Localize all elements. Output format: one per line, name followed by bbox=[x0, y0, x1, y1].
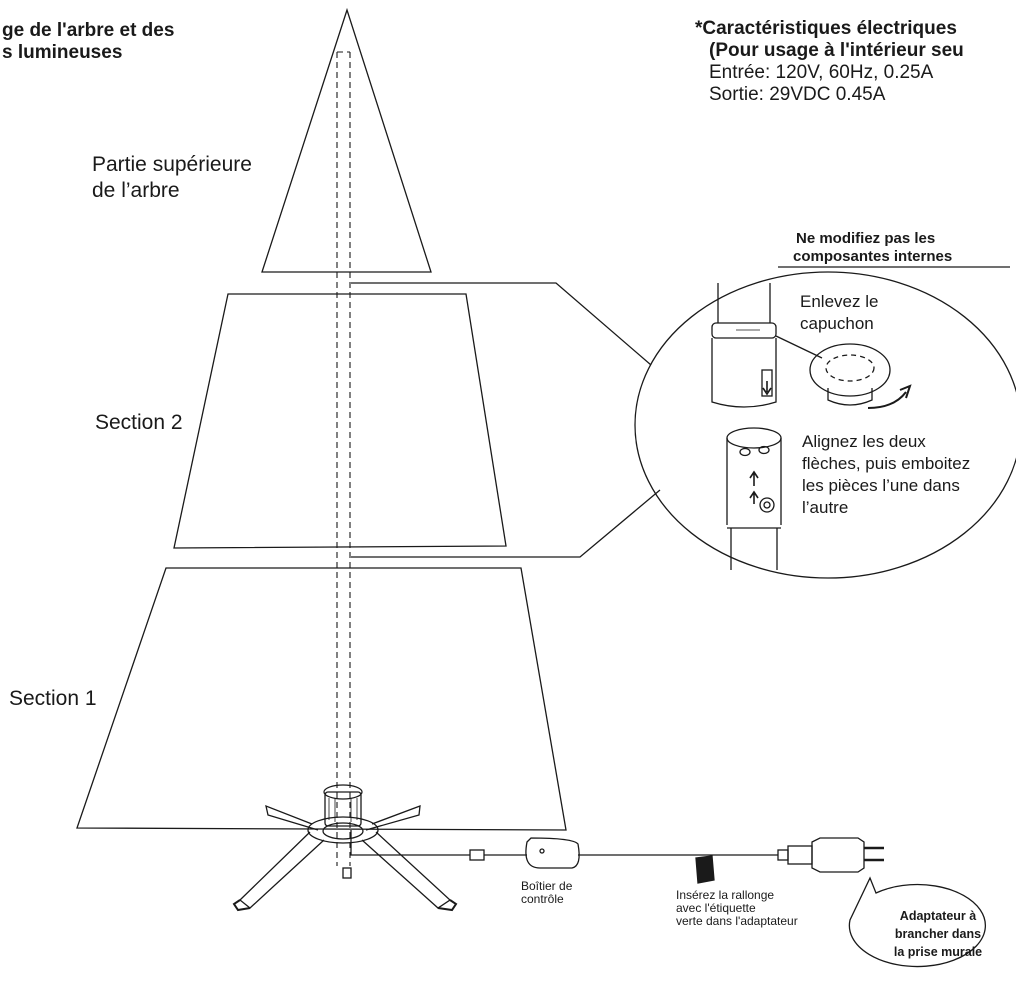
remove-cap-note: Enlevez le capuchon bbox=[800, 291, 878, 335]
adapter-bubble-text: Adaptateur à brancher dans la prise mura… bbox=[872, 907, 1004, 961]
section-1-label: Section 1 bbox=[9, 687, 97, 710]
tree-stand bbox=[232, 784, 458, 912]
align-arrows-note: Alignez les deux flèches, puis emboitez … bbox=[802, 431, 970, 519]
callout-line-lower bbox=[351, 489, 661, 558]
adapter-line-2: brancher dans bbox=[894, 927, 982, 941]
tree-top-label-line-1: Partie supérieure bbox=[92, 153, 252, 176]
cap-illustration bbox=[775, 335, 912, 409]
adapter-bubble bbox=[848, 876, 987, 968]
section-1-outline bbox=[76, 567, 567, 831]
extension-note-line-3: verte dans l'adaptateur bbox=[676, 914, 798, 928]
assembly-title-line-1: ge de l'arbre et des bbox=[2, 20, 175, 41]
power-cord bbox=[350, 830, 778, 861]
align-line-2: flèches, puis emboitez bbox=[802, 454, 971, 473]
extension-note-line-2: avec l'étiquette bbox=[676, 901, 756, 915]
remove-cap-line-1: Enlevez le bbox=[800, 292, 879, 311]
central-pole-dashed bbox=[336, 51, 351, 866]
control-box bbox=[525, 837, 580, 869]
remove-cap-line-2: capuchon bbox=[800, 314, 874, 333]
tree-top-label: Partie supérieure de l’arbre bbox=[92, 152, 252, 204]
align-line-1: Alignez les deux bbox=[802, 432, 926, 451]
warning-note-line-1: Ne modifiez pas les bbox=[796, 230, 936, 247]
control-box-label: Boîtier de contrôle bbox=[521, 880, 572, 906]
control-box-label-line-1: Boîtier de bbox=[521, 879, 573, 893]
power-adapter bbox=[777, 837, 884, 873]
assembly-title-line-2: s lumineuses bbox=[2, 42, 123, 63]
adapter-line-1: Adaptateur à bbox=[899, 909, 977, 923]
magnifier-circle bbox=[634, 271, 1016, 579]
plug-pole-illustration bbox=[726, 427, 782, 570]
section-2-outline bbox=[173, 293, 507, 549]
section-2-label: Section 2 bbox=[95, 411, 183, 434]
tree-top-outline bbox=[261, 7, 432, 273]
tree-top-label-line-2: de l’arbre bbox=[92, 179, 180, 202]
warning-note: Ne modifiez pas les composantes internes bbox=[793, 230, 952, 266]
electrical-specs: *Caractéristiques électriques (Pour usag… bbox=[695, 18, 964, 106]
specs-title-line-2: (Pour usage à l'intérieur seu bbox=[709, 40, 964, 61]
specs-output: Sortie: 29VDC 0.45A bbox=[709, 84, 886, 105]
callout-line-upper bbox=[351, 282, 652, 366]
assembly-title: ge de l'arbre et des s lumineuses bbox=[2, 20, 174, 64]
warning-note-line-2: composantes internes bbox=[793, 248, 953, 265]
align-line-4: l’autre bbox=[802, 498, 849, 517]
extension-note-line-1: Insérez la rallonge bbox=[676, 888, 775, 902]
socket-pole-illustration bbox=[711, 283, 777, 408]
adapter-line-3: la prise murale bbox=[893, 945, 983, 959]
specs-input: Entrée: 120V, 60Hz, 0.25A bbox=[709, 62, 934, 83]
control-box-label-line-2: contrôle bbox=[521, 892, 564, 906]
specs-title-line-1: *Caractéristiques électriques bbox=[695, 18, 957, 39]
extension-note: Insérez la rallonge avec l'étiquette ver… bbox=[676, 889, 798, 928]
align-line-3: les pièces l’une dans bbox=[802, 476, 960, 495]
extension-tag bbox=[695, 855, 715, 884]
